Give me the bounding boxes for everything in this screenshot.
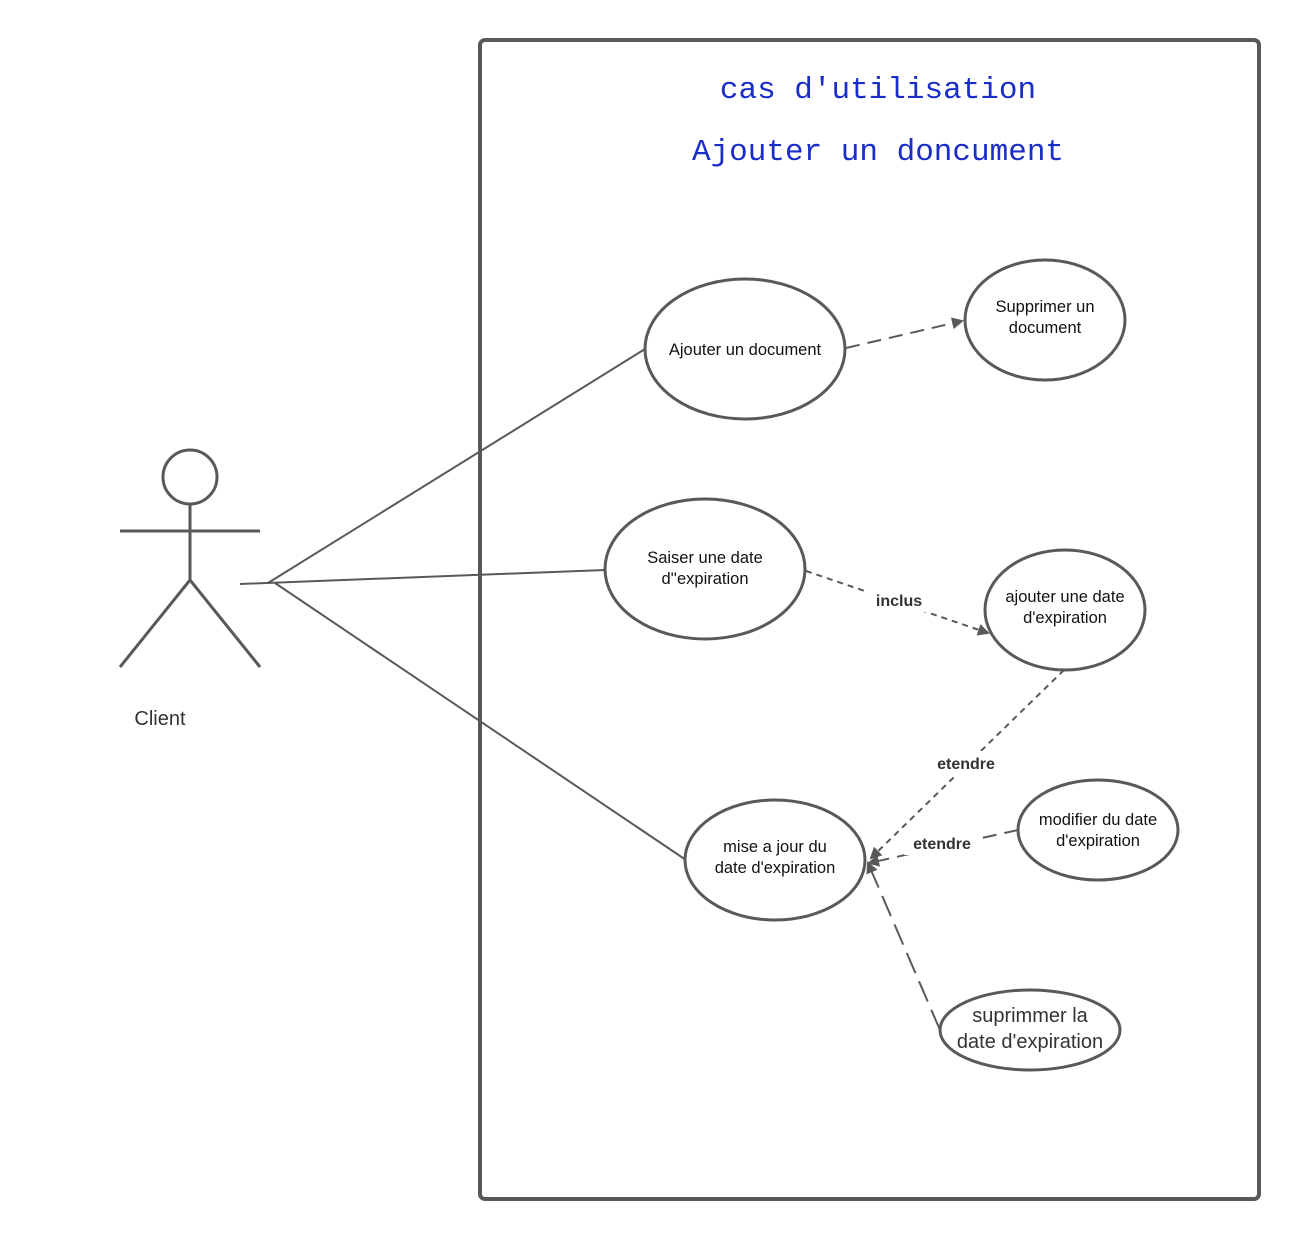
use-case-mise-a-jour[interactable]: mise a jour du date d'expiration bbox=[683, 798, 867, 922]
label-extend-2: etendre bbox=[913, 836, 971, 853]
system-title-line1: cas d'utilisation bbox=[720, 73, 1036, 108]
use-case-ellipse bbox=[983, 548, 1147, 672]
use-case-label: Ajouter un document bbox=[669, 341, 822, 359]
actor-right-leg bbox=[188, 579, 262, 668]
association-ajouter-document bbox=[267, 348, 646, 584]
use-case-label-line2: d''expiration bbox=[661, 570, 748, 588]
use-case-ellipse bbox=[603, 497, 807, 641]
use-case-label-line1: modifier du date bbox=[1039, 811, 1157, 829]
use-case-label-line2: document bbox=[1009, 319, 1082, 337]
use-case-label-line2: d'expiration bbox=[1023, 609, 1107, 627]
label-bg-extend-2 bbox=[904, 831, 980, 855]
use-case-label-line2: date d'expiration bbox=[957, 1031, 1103, 1053]
use-case-supprimer-document[interactable]: Supprimer un document bbox=[963, 258, 1127, 382]
use-case-label-line1: suprimmer la bbox=[972, 1005, 1088, 1027]
actor-client bbox=[118, 448, 262, 668]
use-case-ajouter-date[interactable]: ajouter une date d'expiration bbox=[983, 548, 1147, 672]
actor-left-leg bbox=[118, 579, 192, 668]
use-case-label-line1: Saiser une date bbox=[647, 549, 763, 567]
use-case-label-line1: mise a jour du bbox=[723, 838, 827, 856]
use-case-ellipse bbox=[683, 798, 867, 922]
label-bg-include bbox=[868, 588, 930, 612]
label-include: inclus bbox=[876, 593, 922, 610]
actor-label: Client bbox=[134, 708, 186, 730]
use-case-label-line2: date d'expiration bbox=[715, 859, 836, 877]
use-case-supprimer-date[interactable]: suprimmer la date d'expiration bbox=[938, 988, 1122, 1072]
use-case-label-line1: ajouter une date bbox=[1005, 588, 1124, 606]
use-case-modifier-date[interactable]: modifier du date d'expiration bbox=[1016, 778, 1180, 882]
use-case-saisir-date[interactable]: Saiser une date d''expiration bbox=[603, 497, 807, 641]
system-title-line2: Ajouter un doncument bbox=[692, 135, 1064, 170]
system-boundary bbox=[478, 38, 1261, 1201]
use-case-label-line2: d'expiration bbox=[1056, 832, 1140, 850]
use-case-label-line1: Supprimer un bbox=[995, 298, 1094, 316]
use-case-ellipse bbox=[963, 258, 1127, 382]
actor-head bbox=[161, 448, 219, 506]
use-case-ellipse bbox=[938, 988, 1122, 1072]
use-case-ellipse bbox=[1016, 778, 1180, 882]
association-saisir-date bbox=[239, 569, 606, 585]
use-case-ajouter-document[interactable]: Ajouter un document bbox=[643, 277, 847, 421]
association-mise-a-jour bbox=[274, 582, 687, 861]
label-extend-1: etendre bbox=[937, 756, 995, 773]
use-case-ellipse bbox=[643, 277, 847, 421]
relation-extend-supprimer-date bbox=[866, 861, 941, 1031]
label-bg-extend-1 bbox=[930, 751, 1002, 775]
relation-ajouter-to-supprimer bbox=[845, 317, 964, 349]
